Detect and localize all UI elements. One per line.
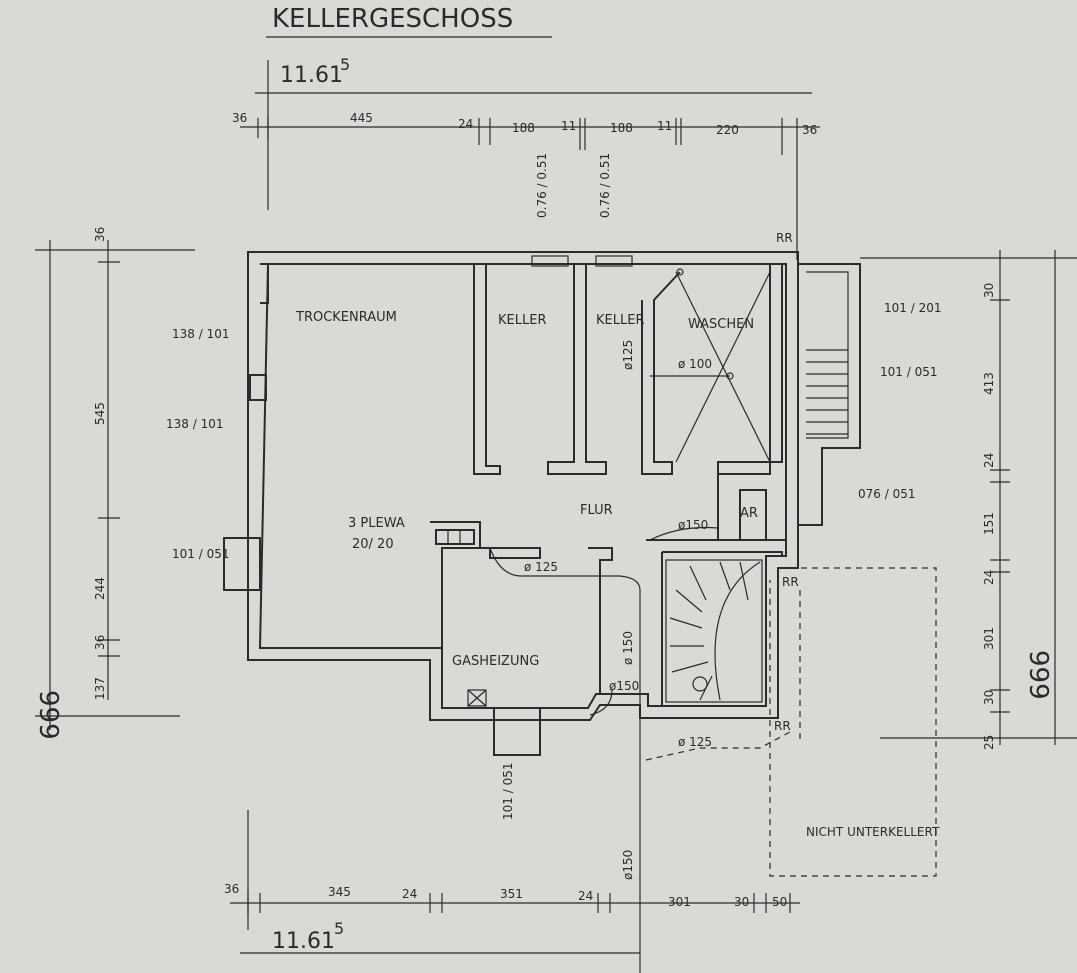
bottom-dim-1: 36: [224, 882, 239, 896]
left-dim-3: 244: [93, 577, 107, 600]
pipe-label-d125-3: ø 125: [678, 735, 712, 749]
window-left-2-label: 138 / 101: [166, 417, 223, 431]
plewa-label-2: 20/ 20: [352, 537, 394, 552]
window-top-1-label: 0.76 / 0.51: [535, 153, 549, 218]
right-dim-5: 24: [982, 570, 996, 585]
room-waschen: WASCHEN: [688, 317, 754, 332]
rr-label-1: RR: [776, 231, 793, 245]
stair-annex: [798, 263, 861, 526]
partition-keller-keller: [547, 264, 607, 475]
nicht-unterkellert-outline: [769, 567, 937, 877]
top-dimension-ticks: [257, 118, 798, 260]
window-right-3-label: 076 / 051: [858, 487, 915, 501]
pipe-label-d125-2: ø 125: [524, 560, 558, 574]
room-trockenraum: TROCKENRAUM: [295, 310, 397, 325]
pipe-point-1: [676, 268, 684, 276]
plewa-label-1: 3 PLEWA: [348, 516, 405, 531]
right-dim-8: 25: [982, 735, 996, 750]
top-dim-4: 188: [512, 121, 535, 135]
partition-keller-waschen: [641, 271, 681, 475]
bottom-dim-8: 50: [772, 895, 787, 909]
window-right-1-label: 101 / 201: [884, 301, 941, 315]
stair-wall: [646, 539, 786, 706]
left-dim-1: 36: [93, 227, 107, 242]
waschen-right-wall: [717, 264, 783, 475]
top-dim-5: 11: [561, 119, 576, 133]
window-left-1: [249, 374, 267, 401]
right-dim-7: 30: [982, 690, 996, 705]
waschen-diagonal-2: [675, 271, 771, 463]
bottom-overall-width-sup: 5: [334, 919, 344, 938]
top-dim-8: 220: [716, 123, 739, 137]
outside-stair-treads: [806, 349, 848, 435]
pipe-label-d150-2: ø 150: [621, 631, 635, 665]
boiler-cross-2: [467, 689, 487, 707]
boiler-unit: [467, 689, 487, 707]
top-dim-1: 36: [232, 111, 247, 125]
room-gasheizung: GASHEIZUNG: [452, 654, 539, 669]
room-keller-2: KELLER: [596, 313, 644, 328]
top-dim-3: 24: [458, 117, 473, 131]
label-nicht-unterkellert: NICHT UNTERKELLERT: [806, 825, 940, 839]
room-keller-1: KELLER: [498, 313, 546, 328]
window-top-1: [531, 255, 569, 267]
pipe-label-d150-3: ø150: [609, 679, 639, 693]
bottom-dim-5: 24: [578, 889, 593, 903]
pipe-d150-stair: [589, 689, 613, 716]
top-dim-9: 36: [802, 123, 817, 137]
right-dimension-ticks: [990, 299, 1010, 713]
plan-title: KELLERGESCHOSS: [272, 4, 513, 34]
right-dim-3: 24: [982, 453, 996, 468]
left-dim-4: 36: [93, 635, 107, 650]
pipe-d125-outside: [645, 731, 791, 761]
left-overall-depth: 999: [33, 690, 63, 740]
pipe-label-d150-4: ø150: [621, 850, 635, 880]
right-dim-2: 413: [982, 372, 996, 395]
room-ar: AR: [740, 506, 758, 521]
top-overall-width: 11.61: [280, 63, 343, 88]
top-dim-2: 445: [350, 111, 373, 125]
right-dim-6: 301: [982, 627, 996, 650]
bottom-dimension-ticks: [247, 893, 791, 913]
room-flur: FLUR: [580, 503, 613, 518]
bottom-dim-6: 301: [668, 895, 691, 909]
chimney-block: [435, 529, 475, 545]
pipe-label-d100: ø 100: [678, 357, 712, 371]
rr-label-3: RR: [774, 719, 791, 733]
bottom-dim-3: 24: [402, 887, 417, 901]
pipe-d125-flur: [489, 547, 641, 973]
pipe-label-d125-1: ø125: [621, 340, 635, 370]
pipe-label-d150-1: ø150: [678, 518, 708, 532]
light-well-bottom: [493, 708, 541, 756]
bottom-dim-4: 351: [500, 887, 523, 901]
bottom-overall-width: 11.61: [272, 929, 335, 954]
bottom-dim-2: 345: [328, 885, 351, 899]
top-dim-6: 188: [610, 121, 633, 135]
left-dim-5: 137: [93, 677, 107, 700]
partition-trocken-keller: [473, 264, 501, 475]
interior-staircase: [665, 559, 763, 703]
window-bottom-label: 101 / 051: [501, 763, 515, 820]
window-right-2-label: 101 / 051: [880, 365, 937, 379]
window-top-2-label: 0.76 / 0.51: [598, 153, 612, 218]
top-dim-7: 11: [657, 119, 672, 133]
window-left-3-label: 101 / 051: [172, 547, 229, 561]
left-dimension-ticks: [98, 261, 120, 657]
pipe-d150-ar: [649, 526, 719, 541]
right-overall-depth: 999: [1023, 650, 1053, 700]
right-dim-1: 30: [982, 283, 996, 298]
window-left-1-label: 138 / 101: [172, 327, 229, 341]
gasheizung-walls: [430, 521, 613, 694]
rr-label-2: RR: [782, 575, 799, 589]
window-left-3: [223, 537, 261, 591]
top-overall-width-sup: 5: [340, 55, 350, 74]
window-top-2: [595, 255, 633, 267]
bottom-dim-7: 30: [734, 895, 749, 909]
stair-annex-inner: [806, 271, 849, 439]
left-dim-2: 545: [93, 402, 107, 425]
right-dim-4: 151: [982, 512, 996, 535]
